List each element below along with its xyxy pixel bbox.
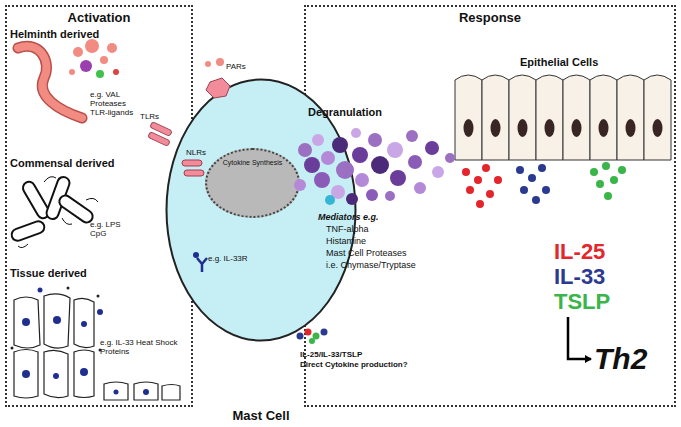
node-text: Th2 xyxy=(594,342,647,376)
node-text: Cytokine Synthesis xyxy=(207,159,298,166)
nucleus: Cytokine Synthesis xyxy=(205,148,300,218)
label-text: PARs xyxy=(226,62,246,71)
label-text: e.g. IL-33 Heat Shock Proteins xyxy=(100,338,180,356)
node-text: TSLP xyxy=(554,289,610,314)
label-text: Mast Cell Proteases xyxy=(326,248,407,258)
cytokine-stack: IL-25IL-33TSLP xyxy=(554,239,610,314)
th2-label: Th2 xyxy=(594,342,647,376)
label-text: TLRs xyxy=(140,112,159,121)
label-text: Helminth derived xyxy=(10,28,99,41)
arrow-connector xyxy=(568,317,591,359)
label-text: e.g. LPS CpG xyxy=(90,220,130,238)
label-text: Mediators e.g. xyxy=(318,212,379,222)
label-text: e.g. VAL Proteases TLR-ligands xyxy=(90,90,140,118)
label-text: Epithelial Cells xyxy=(520,56,598,69)
label-text: Direct Cytokine production? xyxy=(300,360,408,369)
label-text: Degranulation xyxy=(308,106,382,119)
node-text: Mast Cell xyxy=(165,408,357,423)
response-panel: ResponseIL-25IL-33TSLP Th2 xyxy=(304,5,676,407)
label-text: NLRs xyxy=(186,148,206,157)
node-text: Response xyxy=(306,10,674,25)
label-text: TNF-alpha xyxy=(326,224,369,234)
node-text: IL-33 xyxy=(554,264,610,289)
node-text: IL-25 xyxy=(554,239,610,264)
label-text: e.g. IL-33R xyxy=(208,254,248,263)
label-text: IL-25/IL-33/TSLP xyxy=(300,350,362,359)
label-text: Tissue derived xyxy=(10,267,87,280)
label-text: i.e. Chymase/Tryptase xyxy=(326,260,416,270)
label-text: Commensal derived xyxy=(10,157,115,170)
label-text: Histamine xyxy=(326,236,366,246)
node-text: Activation xyxy=(7,10,191,25)
